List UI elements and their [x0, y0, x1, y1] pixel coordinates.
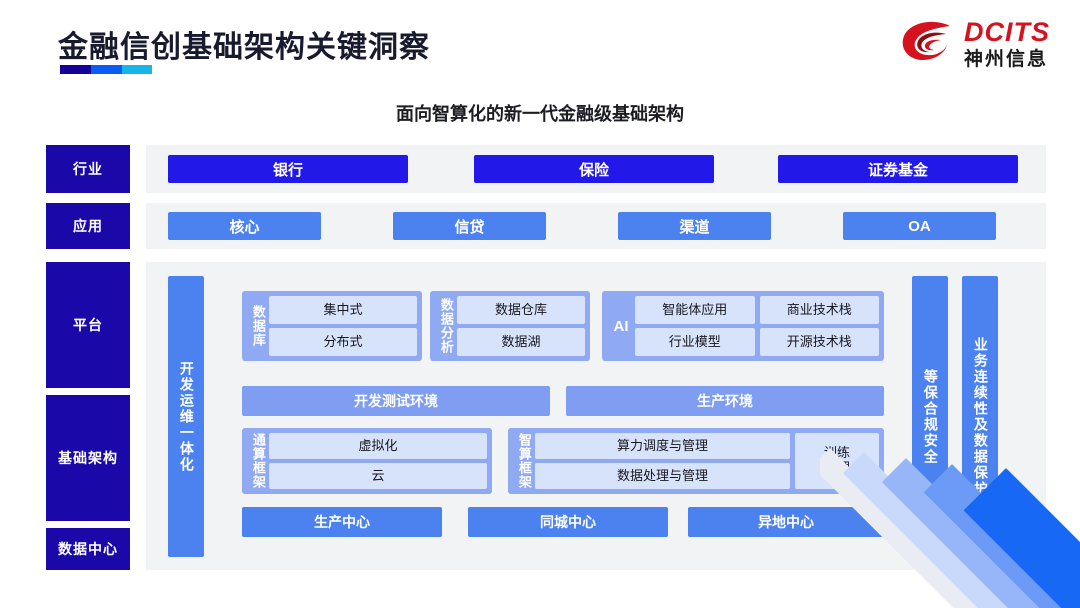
- industry-chip-securities-fund[interactable]: 证券基金: [778, 155, 1018, 183]
- logo-text-en: DCITS: [964, 17, 1050, 47]
- group-ai-title: AI: [613, 317, 629, 335]
- dcits-swirl-icon: [902, 21, 950, 60]
- sidebar-compliance-security[interactable]: 等保合规安全: [912, 276, 948, 557]
- layer-label-infrastructure: 基础架构: [46, 395, 130, 521]
- env-chip-dev-test[interactable]: 开发测试环境: [242, 386, 550, 416]
- env-chip-production[interactable]: 生产环境: [566, 386, 884, 416]
- dcits-logo: DCITS 神州信息: [900, 18, 1050, 70]
- industry-row-shell: 银行 保险 证券基金: [146, 145, 1046, 193]
- rule-segment-3: [121, 65, 152, 74]
- group-general-compute: 通算框架 虚拟化 云: [242, 428, 492, 494]
- group-database: 数据库 集中式 分布式: [242, 291, 422, 361]
- cell-data-processing[interactable]: 数据处理与管理: [535, 463, 790, 489]
- page-title: 金融信创基础架构关键洞察: [58, 31, 430, 64]
- logo-text-cn: 神州信息: [964, 49, 1049, 70]
- rule-segment-1: [60, 65, 92, 74]
- rule-segment-2: [91, 65, 122, 74]
- sidebar-devops-integration[interactable]: 开发运维一体化: [168, 276, 204, 557]
- application-chip-core[interactable]: 核心: [168, 212, 321, 240]
- cell-commercial-tech-stack[interactable]: 商业技术栈: [759, 296, 879, 324]
- group-database-title: 数据库: [250, 305, 266, 347]
- cell-industry-model[interactable]: 行业模型: [635, 328, 755, 356]
- application-chip-channel[interactable]: 渠道: [618, 212, 771, 240]
- layer-label-industry: 行业: [46, 145, 130, 193]
- group-intelligent-compute: 智算框架 算力调度与管理 数据处理与管理 训练 推理: [508, 428, 884, 494]
- cell-cloud[interactable]: 云: [269, 463, 487, 489]
- cell-compute-scheduling[interactable]: 算力调度与管理: [535, 433, 790, 459]
- sidebar-business-continuity-data-protection[interactable]: 业务连续性及数据保护: [962, 276, 998, 557]
- datacenter-chip-production[interactable]: 生产中心: [242, 507, 442, 537]
- cell-distributed[interactable]: 分布式: [269, 328, 417, 356]
- application-row-shell: 核心 信贷 渠道 OA: [146, 203, 1046, 249]
- industry-chip-bank[interactable]: 银行: [168, 155, 408, 183]
- diagram-subtitle: 面向智算化的新一代金融级基础架构: [396, 104, 684, 124]
- cell-data-warehouse[interactable]: 数据仓库: [457, 296, 585, 324]
- layer-label-application: 应用: [46, 203, 130, 249]
- datacenter-chip-metro[interactable]: 同城中心: [468, 507, 668, 537]
- layer-label-datacenter: 数据中心: [46, 528, 130, 570]
- layer-label-platform: 平台: [46, 262, 130, 388]
- group-ai: AI 智能体应用 商业技术栈 行业模型 开源技术栈: [602, 291, 884, 361]
- group-intelligent-compute-title: 智算框架: [516, 433, 532, 489]
- group-data-analysis: 数据分析 数据仓库 数据湖: [430, 291, 590, 361]
- group-general-compute-title: 通算框架: [250, 433, 266, 489]
- application-chip-oa[interactable]: OA: [843, 212, 996, 240]
- application-chip-credit[interactable]: 信贷: [393, 212, 546, 240]
- cell-training-inference[interactable]: 训练 推理: [795, 433, 879, 489]
- cell-virtualization[interactable]: 虚拟化: [269, 433, 487, 459]
- platform-infra-shell: 开发运维一体化 等保合规安全 业务连续性及数据保护 数据库 集中式 分布式 数据…: [146, 262, 1046, 570]
- cell-agent-application[interactable]: 智能体应用: [635, 296, 755, 324]
- industry-chip-insurance[interactable]: 保险: [474, 155, 714, 183]
- cell-centralized[interactable]: 集中式: [269, 296, 417, 324]
- group-data-analysis-title: 数据分析: [438, 298, 454, 354]
- cell-opensource-tech-stack[interactable]: 开源技术栈: [759, 328, 879, 356]
- title-underline-rule: [60, 65, 152, 74]
- cell-data-lake[interactable]: 数据湖: [457, 328, 585, 356]
- datacenter-chip-remote[interactable]: 异地中心: [688, 507, 884, 537]
